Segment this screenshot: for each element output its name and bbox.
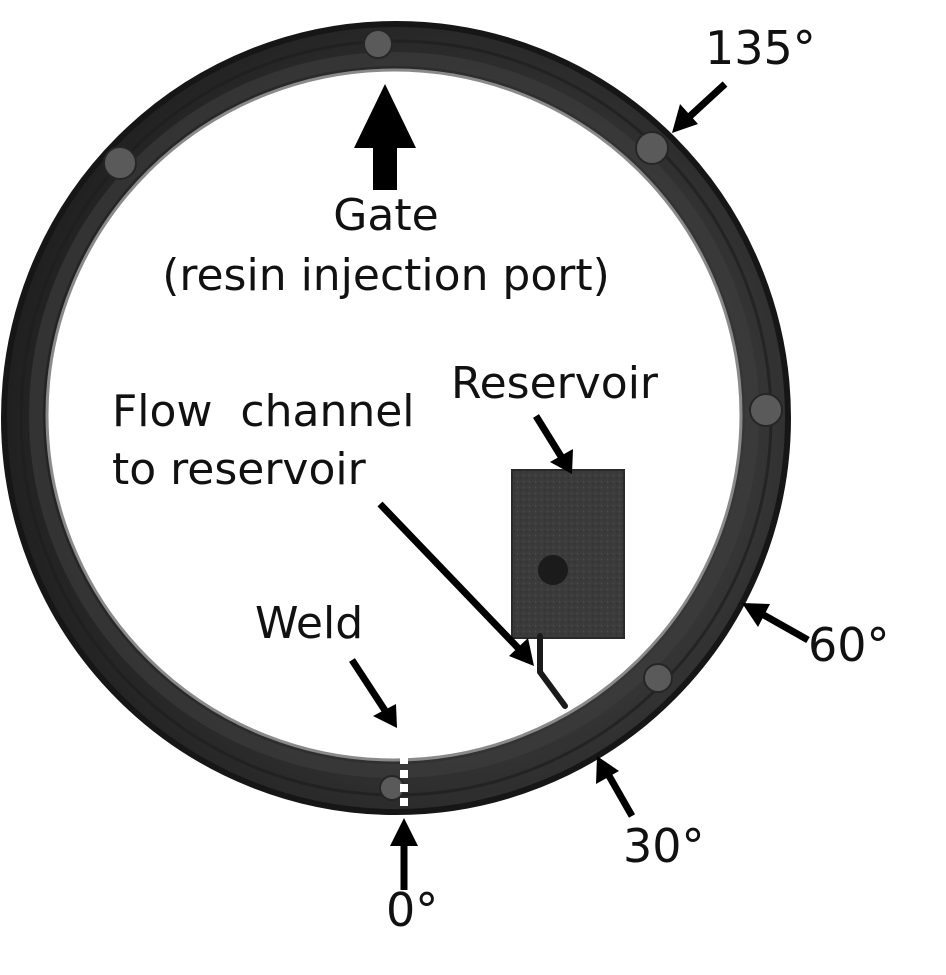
arrowhead-flow-channel [509, 638, 534, 666]
weld-label: Weld [255, 598, 363, 649]
deg-135-label: 135° [705, 21, 816, 75]
arrow-reservoir [533, 414, 565, 460]
gate-arrow [354, 84, 416, 190]
flow-channel-label-2: to reservoir [112, 444, 367, 495]
gate-label: Gate [333, 190, 438, 241]
annotation-arrows [349, 81, 810, 890]
arrow-weld [349, 658, 389, 714]
reservoir-label: Reservoir [451, 358, 659, 409]
arrowhead-0 [390, 818, 418, 846]
flow-channel [537, 633, 568, 709]
arrow-60 [760, 610, 810, 644]
dimple [103, 146, 137, 180]
gate-description: (resin injection port) [162, 250, 610, 301]
dimple [635, 131, 669, 165]
deg-0-label: 0° [386, 883, 438, 937]
dimple [749, 393, 783, 427]
arrow-30 [604, 772, 636, 818]
arrow-135 [685, 81, 728, 121]
arrowhead-135 [672, 104, 698, 133]
arrow-flow-channel [377, 501, 523, 653]
flow-channel-label: Flow channel [112, 386, 415, 437]
arrowhead-60 [742, 603, 770, 627]
deg-60-label: 60° [808, 618, 890, 672]
dimple [363, 29, 393, 59]
dimple [643, 663, 673, 693]
deg-30-label: 30° [623, 819, 705, 873]
arrowhead-reservoir [550, 449, 573, 474]
arrowhead-30 [596, 756, 619, 784]
arrowhead-weld [373, 704, 397, 728]
ring-dimples [103, 29, 783, 801]
arrow-heads [373, 104, 770, 846]
reservoir-hole [538, 555, 568, 585]
reservoir-block [511, 469, 625, 639]
